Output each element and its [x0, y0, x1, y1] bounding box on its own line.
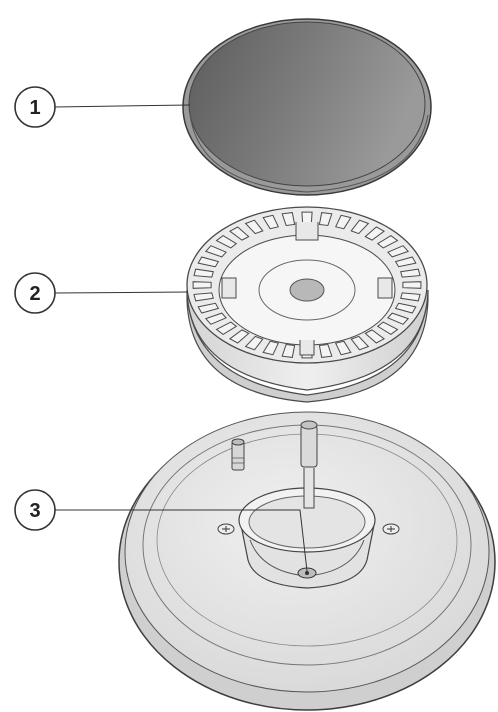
spreader-tooth [394, 302, 417, 314]
spreader-tooth [192, 281, 212, 289]
spreader-tooth [228, 329, 250, 344]
callout-1-label: 1 [29, 97, 40, 119]
spreader-tooth [204, 312, 227, 325]
spreader-tooth [244, 335, 264, 351]
spreader-tooth [376, 321, 399, 336]
spreader-tooth [262, 214, 280, 230]
spreader-tooth [215, 234, 238, 249]
spreader-tooth [262, 340, 280, 356]
flame-spreader [186, 206, 429, 403]
ignition-electrode [231, 438, 245, 471]
spreader-tooth [193, 268, 214, 278]
spreader-tooth [197, 302, 220, 314]
spreader-tooth [228, 226, 250, 241]
callout-2-label: 2 [29, 283, 40, 305]
spreader-tooth [197, 256, 220, 268]
spreader-tooth [215, 321, 238, 336]
spreader-tooth [364, 329, 386, 344]
callout-1: 1 [14, 86, 191, 128]
screw-icon [217, 523, 235, 535]
spreader-tooth [400, 292, 421, 302]
injector-cup [238, 487, 376, 589]
spreader-tooth [387, 245, 410, 258]
spreader-tooth [244, 219, 264, 235]
spreader-tooth [350, 335, 370, 351]
spreader-tooth [394, 256, 417, 268]
callout-2: 2 [14, 272, 189, 314]
spreader-tooth [387, 312, 410, 325]
spreader-center-hole [289, 278, 325, 302]
spreader-teeth [192, 211, 422, 359]
spreader-tooth [334, 340, 352, 356]
burner-base [118, 411, 496, 711]
thermocouple [300, 420, 318, 509]
spreader-tooth [376, 234, 399, 249]
spreader-tooth [281, 212, 296, 227]
spreader-tooth [281, 343, 296, 358]
spreader-tooth [318, 212, 333, 227]
callout-3-label: 3 [29, 500, 40, 522]
callout-3: 3 [14, 489, 308, 572]
screw-icon [382, 523, 400, 535]
spreader-tooth [204, 245, 227, 258]
spreader-tooth [364, 226, 386, 241]
spreader-tooth [318, 343, 333, 358]
spreader-tooth [193, 292, 214, 302]
spreader-tooth [334, 214, 352, 230]
spreader-tooth [350, 219, 370, 235]
spreader-tooth [400, 268, 421, 278]
burner-cap [182, 18, 432, 196]
spreader-tooth [402, 281, 422, 289]
